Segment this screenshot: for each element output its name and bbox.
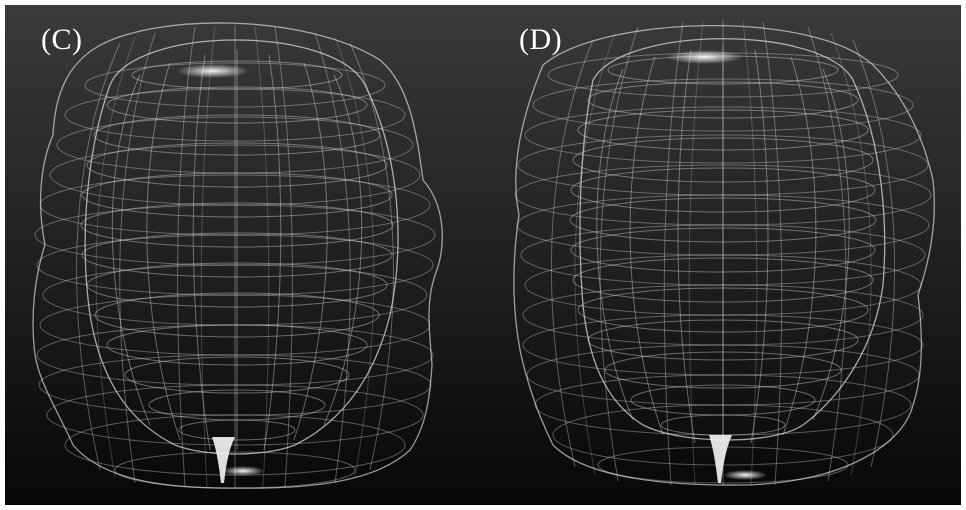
panel-background [483,5,961,505]
wireframe-render-c [5,5,483,505]
panel-c: (C) [5,5,483,505]
wireframe-render-d [483,5,961,505]
outer-surface-mesh [513,20,935,486]
panel-d: (D) [483,5,961,505]
top-highlight [177,64,249,78]
apex-spike [709,435,732,483]
apex-spike [212,437,235,483]
panel-label-c: (C) [41,23,83,56]
inner-surface-mesh [80,39,399,455]
panel-label-d: (D) [519,23,563,56]
inner-surface-mesh [569,38,886,444]
bottom-highlight [221,466,265,476]
bottom-highlight [723,470,767,480]
top-highlight [667,50,743,64]
